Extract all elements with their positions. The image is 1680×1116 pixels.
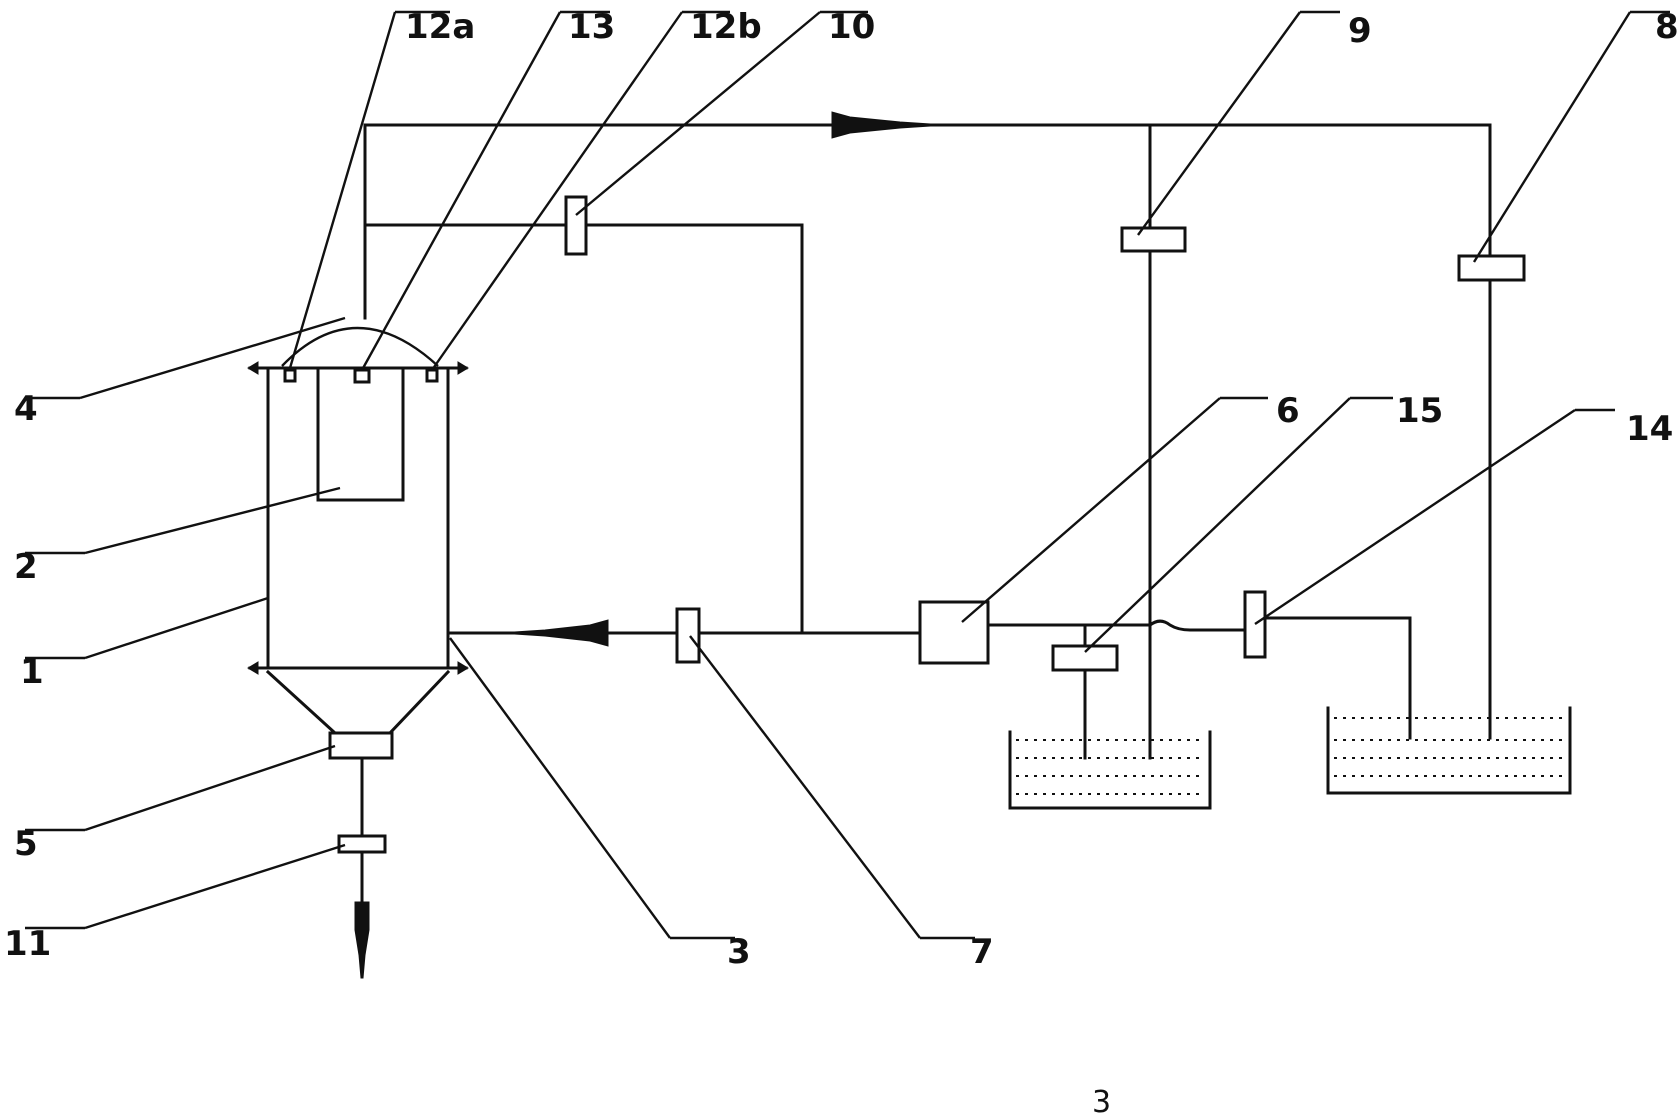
label-12b: 12b — [690, 7, 762, 47]
port-13 — [353, 368, 371, 384]
port-12a — [283, 368, 297, 383]
lid-ports — [283, 368, 439, 384]
label-10: 10 — [828, 7, 875, 47]
label-4: 4 — [14, 389, 38, 429]
valve-15 — [1051, 644, 1119, 672]
label-13: 13 — [568, 7, 615, 47]
valve-14 — [1243, 590, 1267, 659]
top-flow-arrow — [831, 111, 931, 139]
port-12b — [425, 368, 439, 383]
label-7: 7 — [970, 932, 994, 972]
drain-outlet — [354, 901, 370, 979]
reactor-vessel — [247, 326, 469, 736]
label-6: 6 — [1276, 391, 1300, 431]
label-15: 15 — [1396, 391, 1443, 431]
inlet-flow-arrow — [514, 619, 609, 647]
valve-10 — [564, 195, 588, 256]
valve-10-pipe — [363, 223, 804, 633]
label-5: 5 — [14, 824, 38, 864]
label-8: 8 — [1655, 7, 1679, 47]
tank-right — [1326, 706, 1572, 795]
component-labels: 12a 13 12b 10 9 8 4 2 1 5 11 3 7 6 15 14… — [4, 7, 1679, 1116]
leader-lines — [25, 10, 1670, 940]
bottom-unit-5 — [328, 731, 394, 760]
valve-11 — [337, 834, 387, 854]
label-14: 14 — [1626, 409, 1673, 449]
label-12a: 12a — [405, 7, 475, 47]
figure-number: 3 — [1092, 1085, 1111, 1116]
label-9: 9 — [1348, 11, 1372, 51]
valve-8 — [1457, 254, 1526, 282]
label-2: 2 — [14, 547, 38, 587]
pump-6 — [918, 600, 990, 665]
tank-left — [1008, 730, 1212, 810]
inner-basket — [316, 368, 405, 502]
label-3: 3 — [727, 932, 751, 972]
valve-9 — [1120, 226, 1187, 253]
label-1: 1 — [20, 652, 44, 692]
valve-7 — [675, 607, 701, 664]
label-11: 11 — [4, 924, 51, 964]
